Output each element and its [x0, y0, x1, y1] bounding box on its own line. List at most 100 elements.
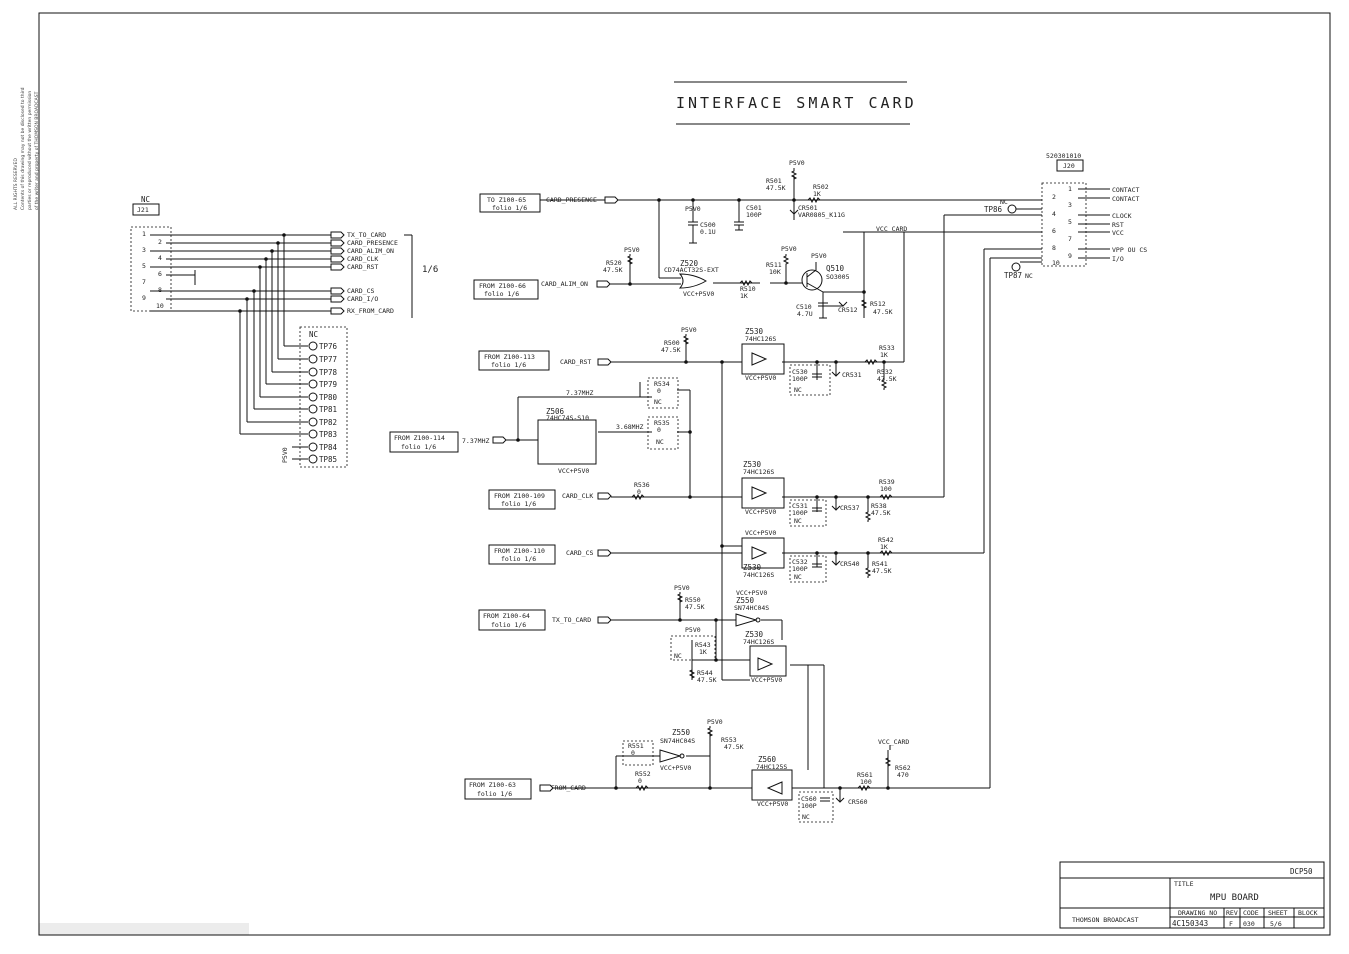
- j21-pin: 7: [142, 278, 146, 286]
- j21-pin: 5: [142, 262, 146, 270]
- cr531-ref: CR531: [842, 371, 862, 379]
- r534-val: 0: [657, 387, 661, 395]
- testpoint-group: NC TP76 TP77 TP78 TP79 TP80 TP81 TP82 TP…: [299, 326, 348, 468]
- j20-contact: CONTACT: [1112, 186, 1139, 194]
- tb-drawing-no: 4C150343: [1172, 919, 1208, 928]
- c500-ref: C500: [700, 221, 716, 229]
- testpoint-label: TP78: [319, 368, 338, 377]
- c530-ref: C530: [792, 368, 808, 376]
- tb-company: THOMSON BROADCAST: [1072, 916, 1139, 924]
- j21-pin: 2: [158, 238, 162, 246]
- z530d-part: 74HC126S: [743, 638, 774, 646]
- z506-pwr: VCC+P5V0: [558, 467, 589, 475]
- j20-rst: RST: [1112, 221, 1124, 229]
- tp86-label: TP86: [984, 205, 1003, 214]
- tb-h-sheet: SHEET: [1268, 909, 1288, 917]
- r544-val: 47.5K: [697, 676, 717, 684]
- j21-pin: 10: [156, 302, 164, 310]
- z530c-pwr: VCC+P5V0: [745, 529, 776, 537]
- cr537-ref: CR537: [840, 504, 860, 512]
- z520-pwr: VCC+P5V0: [683, 290, 714, 298]
- net-card-alim-on: CARD_ALIM_ON: [347, 247, 394, 255]
- tb-code: DCP50: [1290, 867, 1313, 876]
- q510-power: P5V0: [811, 252, 827, 260]
- port-from: FROM Z100-113: [484, 353, 535, 361]
- tb-h-block: BLOCK: [1298, 909, 1318, 917]
- bottom-bar: [39, 923, 249, 935]
- port-card-rst: FROM Z100-113 folio 1/6 CARD_RST: [478, 350, 612, 371]
- z530c-part: 74HC126S: [743, 571, 774, 579]
- port-folio: folio 1/6: [484, 290, 519, 298]
- j20-pin: 9: [1068, 252, 1072, 260]
- r511-ref: R511: [766, 261, 782, 269]
- j21-signal-labels: TX_TO_CARD CARD_PRESENCE CARD_ALIM_ON CA…: [330, 231, 438, 315]
- port-net: CARD_ALIM_ON: [541, 280, 588, 288]
- r541-val: 47.5K: [872, 567, 892, 575]
- r534-nc: NC: [654, 398, 662, 406]
- r520-val: 47.5K: [603, 266, 623, 274]
- r533-ref: R533: [879, 344, 895, 352]
- r536-ref: R536: [634, 481, 650, 489]
- j20-pin: 5: [1068, 218, 1072, 226]
- j21-ref: J21: [137, 206, 149, 214]
- tb-rev: F: [1229, 920, 1233, 928]
- net-card-cs: CARD_CS: [347, 287, 374, 295]
- port-folio: folio 1/6: [501, 555, 536, 563]
- buffer-z530-clk: Z530 74HC126S VCC+P5V0: [741, 460, 785, 516]
- tb-h-rev: REV: [1226, 909, 1238, 917]
- r551-val: 0: [631, 749, 635, 757]
- sheet-frame: [38, 12, 1331, 936]
- port-card-cs: FROM Z100-110 folio 1/6 CARD_CS: [488, 544, 612, 565]
- j20-pin: 2: [1052, 193, 1056, 201]
- c532-ref: C532: [792, 558, 808, 566]
- port-net: TX_TO_CARD: [552, 616, 591, 624]
- testpoint-label: TP76: [319, 342, 338, 351]
- z530a-ref: Z530: [745, 327, 764, 336]
- buffer-z530-tx: Z530 74HC126S VCC+P5V0: [743, 630, 787, 684]
- r539-val: 100: [880, 485, 892, 493]
- port-737mhz: FROM Z100-114 folio 1/6 7.37MHZ: [389, 431, 507, 453]
- gate-z520: Z520 CD74ACT32S-EXT VCC+P5V0: [664, 259, 719, 298]
- r539-ref: R539: [879, 478, 895, 486]
- j20-ref: J20: [1063, 162, 1075, 170]
- z560-part: 74HC125S: [756, 763, 787, 771]
- z520-ref: Z520: [680, 259, 699, 268]
- j20-pin: 6: [1052, 227, 1056, 235]
- z560-pwr: VCC+P5V0: [757, 800, 788, 808]
- j20-pin: 1: [1068, 185, 1072, 193]
- j21-pin: 8: [158, 286, 162, 294]
- port-card-presence: TO Z100-65 folio 1/6 CARD_PRESENCE: [479, 193, 619, 213]
- j20-contact: CONTACT: [1112, 195, 1139, 203]
- r562-ref: R562: [895, 764, 911, 772]
- r553-val: 47.5K: [724, 743, 744, 751]
- j20-clock: CLOCK: [1112, 212, 1132, 220]
- c530-nc: NC: [794, 386, 802, 394]
- net-rx-from-card: RX_FROM_CARD: [347, 307, 394, 315]
- tb-h-code: CODE: [1243, 909, 1259, 917]
- port-rx-from-card: FROM Z100-63 folio 1/6 RX_FROM_CARD: [464, 778, 586, 800]
- testpoint-label: TP84: [319, 443, 338, 452]
- r552-ref: R552: [635, 770, 651, 778]
- buffer-z560: Z560 74HC125S VCC+P5V0: [751, 755, 793, 808]
- j20-vcc: VCC: [1112, 229, 1124, 237]
- z506-part: 74HC74S-S10: [546, 414, 589, 422]
- r561-ref: R561: [857, 771, 873, 779]
- r542-val: 1K: [880, 543, 888, 551]
- r543-nc: NC: [674, 652, 682, 660]
- net-card-rst: CARD_RST: [347, 263, 378, 271]
- j21-nc-label: NC: [141, 195, 150, 204]
- z550a-part: SN74HC04S: [734, 604, 769, 612]
- j20-pin: 8: [1052, 244, 1056, 252]
- port-folio: folio 1/6: [491, 361, 526, 369]
- port-folio: folio 1/6: [477, 790, 512, 798]
- testpoint-label: TP80: [319, 393, 338, 402]
- r511-power: P5V0: [781, 245, 797, 253]
- j21-pin: 1: [142, 230, 146, 238]
- c532-nc: NC: [794, 573, 802, 581]
- r535-ref: R535: [654, 419, 670, 427]
- port-from: FROM Z100-109: [494, 492, 545, 500]
- tp-power-label: P5V0: [281, 447, 289, 463]
- c531-ref: C531: [792, 502, 808, 510]
- port-net: 7.37MHZ: [462, 437, 489, 445]
